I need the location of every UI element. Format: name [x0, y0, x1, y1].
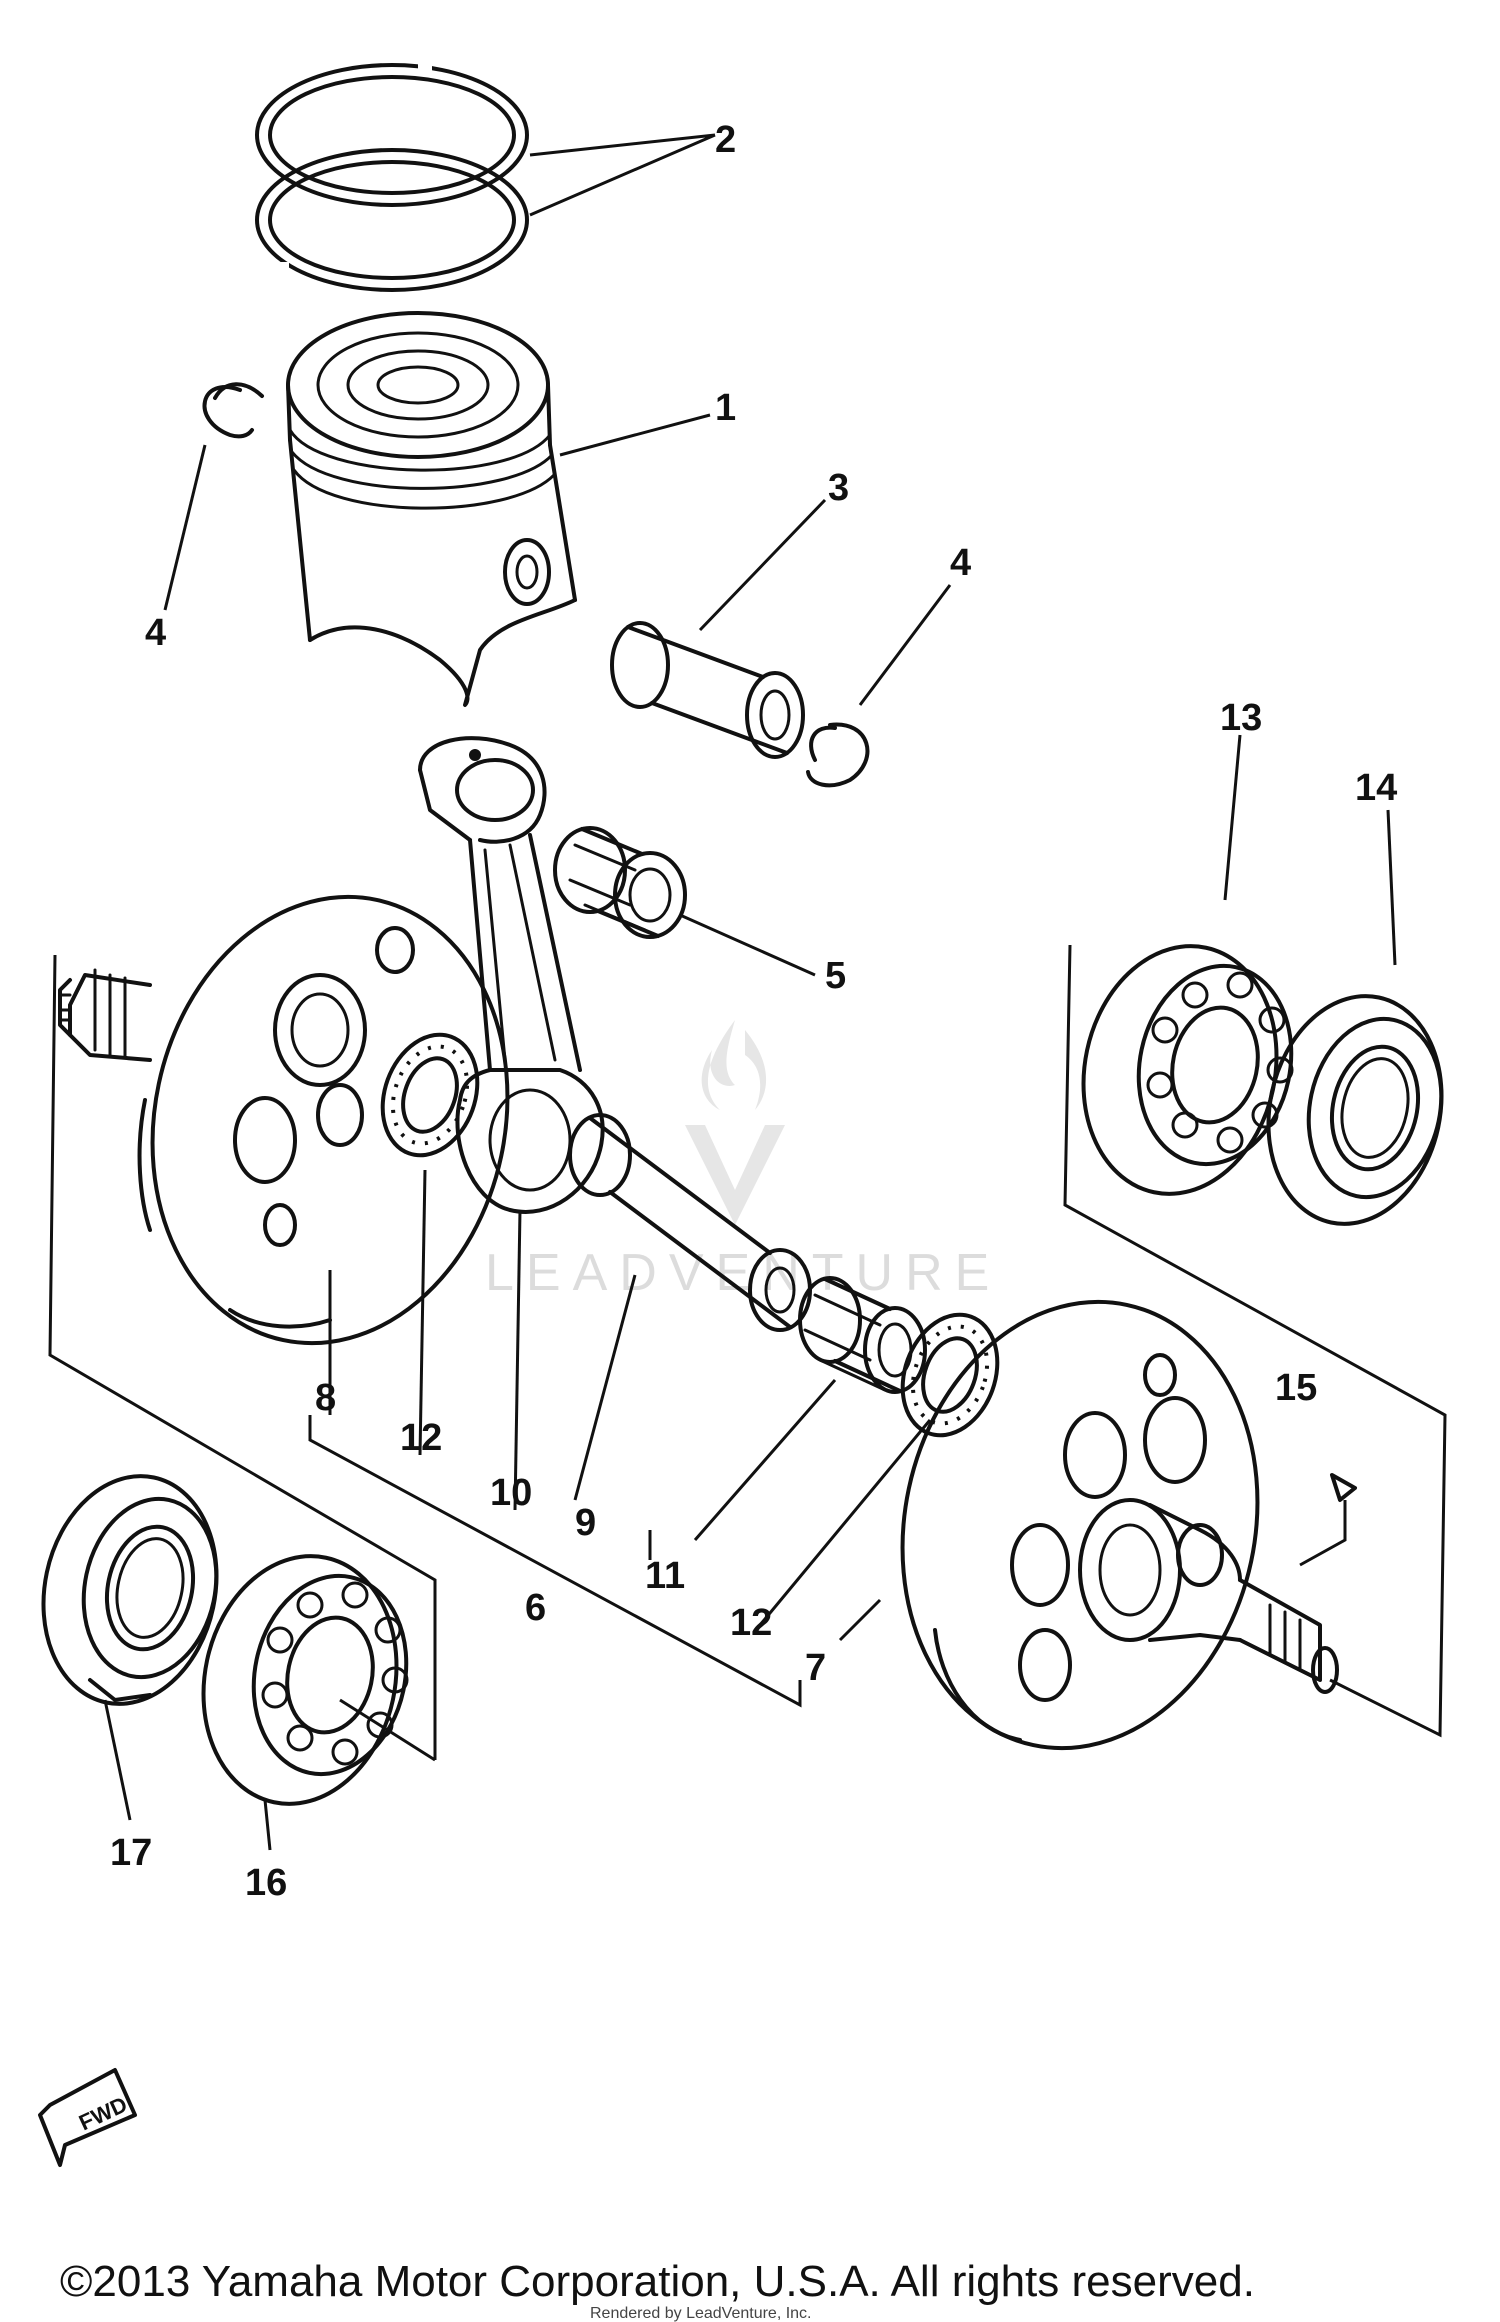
label-8: 8 [315, 1377, 336, 1419]
label-1: 1 [715, 387, 736, 429]
label-5: 5 [825, 955, 846, 997]
oil-seal-14 [1266, 994, 1444, 1226]
thrust-washer-left [380, 1032, 480, 1158]
fwd-arrow: FWD [38, 2068, 137, 2167]
part-labels: 1 2 3 4 4 5 6 7 8 9 10 11 12 12 13 14 15… [110, 119, 1397, 1904]
label-12-left: 12 [400, 1417, 442, 1459]
label-11: 11 [645, 1555, 685, 1597]
woodruff-key [1299, 1473, 1357, 1567]
label-17: 17 [110, 1832, 152, 1874]
thrust-washer-right [900, 1312, 1000, 1438]
piston-rings [255, 55, 529, 292]
crank-wheel-right [900, 1299, 1339, 1751]
small-end-bearing [553, 826, 687, 939]
copyright-notice: ©2013 Yamaha Motor Corporation, U.S.A. A… [60, 2257, 1255, 2306]
label-14: 14 [1355, 767, 1397, 809]
watermark-text: LEADVENTURE [485, 1244, 1001, 1302]
main-bearing-13 [1081, 944, 1294, 1196]
leadventure-watermark: LEADVENTURE [485, 1020, 1001, 1302]
label-7: 7 [805, 1647, 826, 1689]
rendered-by-notice: Rendered by LeadVenture, Inc. [590, 2305, 812, 2322]
connecting-rod [418, 736, 605, 1214]
label-4-left: 4 [145, 612, 166, 654]
label-9: 9 [575, 1502, 596, 1544]
piston-pin [610, 621, 805, 759]
label-4-right: 4 [950, 542, 971, 584]
label-6: 6 [525, 1587, 546, 1629]
label-13: 13 [1220, 697, 1262, 739]
piston-pin-clip-right [806, 722, 870, 788]
crank-wheel-left [58, 894, 510, 1346]
label-16: 16 [245, 1862, 287, 1904]
label-10: 10 [490, 1472, 532, 1514]
oil-seal-17 [41, 1474, 219, 1706]
piston-pin-clip-left [202, 382, 264, 439]
label-15: 15 [1275, 1367, 1317, 1409]
label-3: 3 [828, 467, 849, 509]
assembly-lines [48, 133, 1447, 1851]
main-bearing-16 [201, 1554, 409, 1806]
label-2: 2 [715, 119, 736, 161]
label-12-right: 12 [730, 1602, 772, 1644]
piston [286, 311, 577, 707]
